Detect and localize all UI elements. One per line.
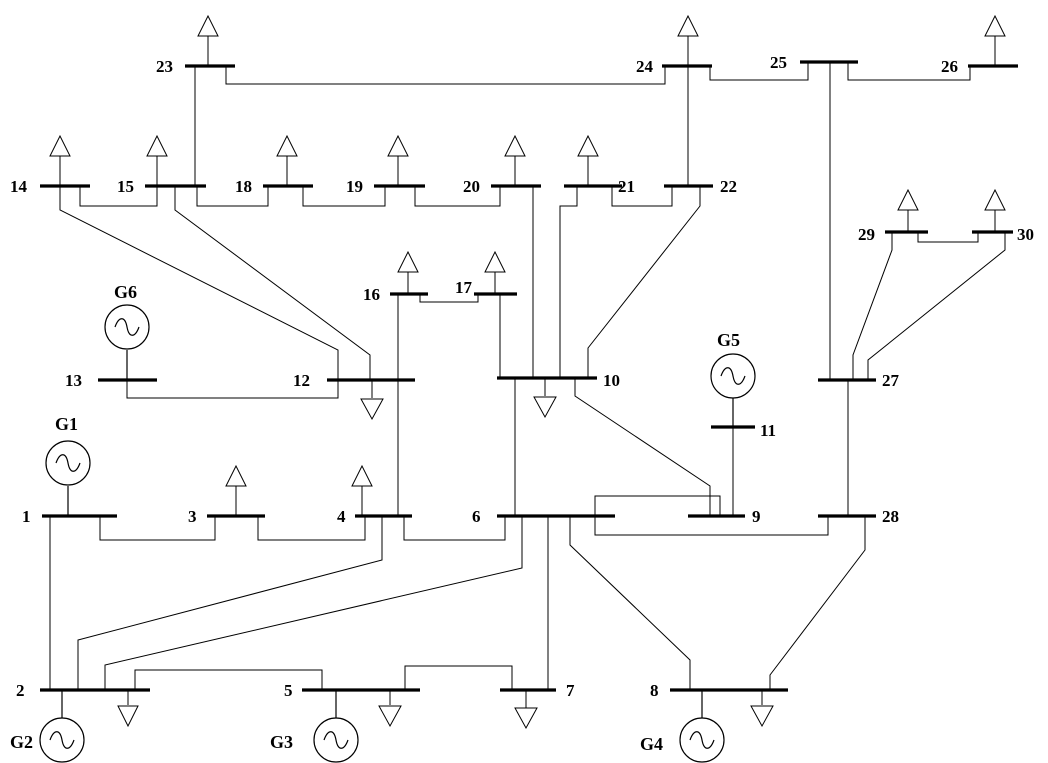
bus-label-11: 11 (760, 421, 776, 440)
branch-18-19 (302, 186, 386, 207)
bus-label-26: 26 (941, 57, 958, 76)
generator-labels: G1 G2 G3 G4 G5 G6 (10, 282, 740, 754)
branch-16-17 (419, 294, 479, 303)
branch-14-15 (79, 186, 158, 207)
bus-label-25: 25 (770, 53, 787, 72)
bus-label-2: 2 (16, 681, 25, 700)
generator-label-g2: G2 (10, 732, 33, 752)
generator-label-g5: G5 (717, 330, 740, 350)
loads (49, 14, 1006, 730)
bus-label-1: 1 (22, 507, 31, 526)
branch-25-26 (847, 62, 971, 81)
bus-label-10: 10 (603, 371, 620, 390)
generator-label-g3: G3 (270, 732, 293, 752)
branch-2-4 (77, 516, 383, 690)
generator-label-g4: G4 (640, 734, 663, 754)
bus-label-28: 28 (882, 507, 899, 526)
bus-label-23: 23 (156, 57, 173, 76)
branch-4-6 (403, 516, 506, 541)
bus-label-9: 9 (752, 507, 761, 526)
load-bus-26-arrow-icon (984, 14, 1006, 66)
bus-label-21: 21 (618, 177, 635, 196)
load-bus-24-arrow-icon (677, 14, 699, 66)
load-bus-12-arrow-icon (360, 380, 384, 421)
branch-3-4 (257, 516, 366, 541)
bus-label-29: 29 (858, 225, 875, 244)
bus-label-18: 18 (235, 177, 252, 196)
load-bus-4-arrow-icon (351, 464, 373, 516)
branch-12-14 (59, 186, 339, 380)
load-bus-29-arrow-icon (897, 188, 919, 232)
branch-5-7 (404, 665, 513, 690)
bus-label-3: 3 (188, 507, 197, 526)
branch-29-30 (917, 232, 979, 243)
bus-label-14: 14 (10, 177, 28, 196)
bus-label-5: 5 (284, 681, 293, 700)
bus-label-17: 17 (455, 278, 473, 297)
bus-label-6: 6 (472, 507, 481, 526)
branch-12-13 (126, 380, 339, 399)
load-bus-10-arrow-icon (533, 378, 557, 419)
bus-label-13: 13 (65, 371, 82, 390)
generator-g5-icon (710, 353, 756, 427)
load-bus-19-arrow-icon (387, 134, 409, 186)
branch-21-22 (611, 186, 673, 207)
generator-label-g1: G1 (55, 414, 78, 434)
branch-8-28 (769, 516, 866, 690)
load-bus-7-arrow-icon (514, 690, 538, 730)
load-bus-8-arrow-icon (750, 690, 774, 728)
generator-g3-icon (313, 690, 359, 763)
branch-10-22 (587, 186, 701, 378)
load-bus-18-arrow-icon (276, 134, 298, 186)
bus-label-16: 16 (363, 285, 380, 304)
branch-9-10 (574, 378, 711, 516)
load-bus-14-arrow-icon (49, 134, 71, 186)
load-bus-30-arrow-icon (984, 188, 1006, 232)
load-bus-17-arrow-icon (484, 250, 506, 294)
branch-6-9 (594, 495, 721, 516)
generator-g1-icon (45, 440, 91, 516)
bus-label-19: 19 (346, 177, 363, 196)
generator-g6-icon (104, 304, 150, 380)
bus-label-7: 7 (566, 681, 575, 700)
bus-label-30: 30 (1017, 225, 1034, 244)
bus-label-8: 8 (650, 681, 659, 700)
branch-15-18 (196, 186, 269, 207)
branch-10-21 (559, 186, 578, 378)
bus-label-12: 12 (293, 371, 310, 390)
branch-1-3 (99, 516, 216, 541)
load-bus-3-arrow-icon (225, 464, 247, 516)
bus-label-20: 20 (463, 177, 480, 196)
branch-6-28 (594, 516, 829, 536)
load-bus-2-arrow-icon (117, 690, 139, 728)
branch-12-15 (174, 186, 371, 380)
bus-labels: 1 2 3 4 5 6 7 8 9 10 11 12 13 14 15 16 1… (10, 53, 1034, 700)
load-bus-5-arrow-icon (378, 690, 402, 728)
branch-6-8 (569, 516, 691, 690)
generator-label-g6: G6 (114, 282, 137, 302)
branch-2-5 (134, 669, 323, 690)
bus-bars (40, 60, 1018, 692)
bus-label-15: 15 (117, 177, 134, 196)
branch-23-24 (225, 66, 666, 85)
load-bus-23-arrow-icon (197, 14, 219, 66)
bus-label-22: 22 (720, 177, 737, 196)
branch-24-25 (709, 62, 809, 81)
branch-lines (49, 62, 1006, 690)
branch-27-30 (867, 232, 1006, 380)
bus-label-27: 27 (882, 371, 900, 390)
generator-g4-icon (679, 690, 725, 763)
generators (39, 304, 756, 763)
bus-label-24: 24 (636, 57, 654, 76)
load-bus-15-arrow-icon (146, 134, 168, 186)
branch-2-6 (104, 516, 523, 690)
load-bus-21-arrow-icon (577, 134, 599, 186)
load-bus-20-arrow-icon (504, 134, 526, 186)
branch-27-29 (852, 232, 893, 380)
bus-label-4: 4 (337, 507, 346, 526)
load-bus-16-arrow-icon (397, 250, 419, 294)
generator-g2-icon (39, 690, 85, 763)
branch-19-20 (414, 186, 501, 207)
